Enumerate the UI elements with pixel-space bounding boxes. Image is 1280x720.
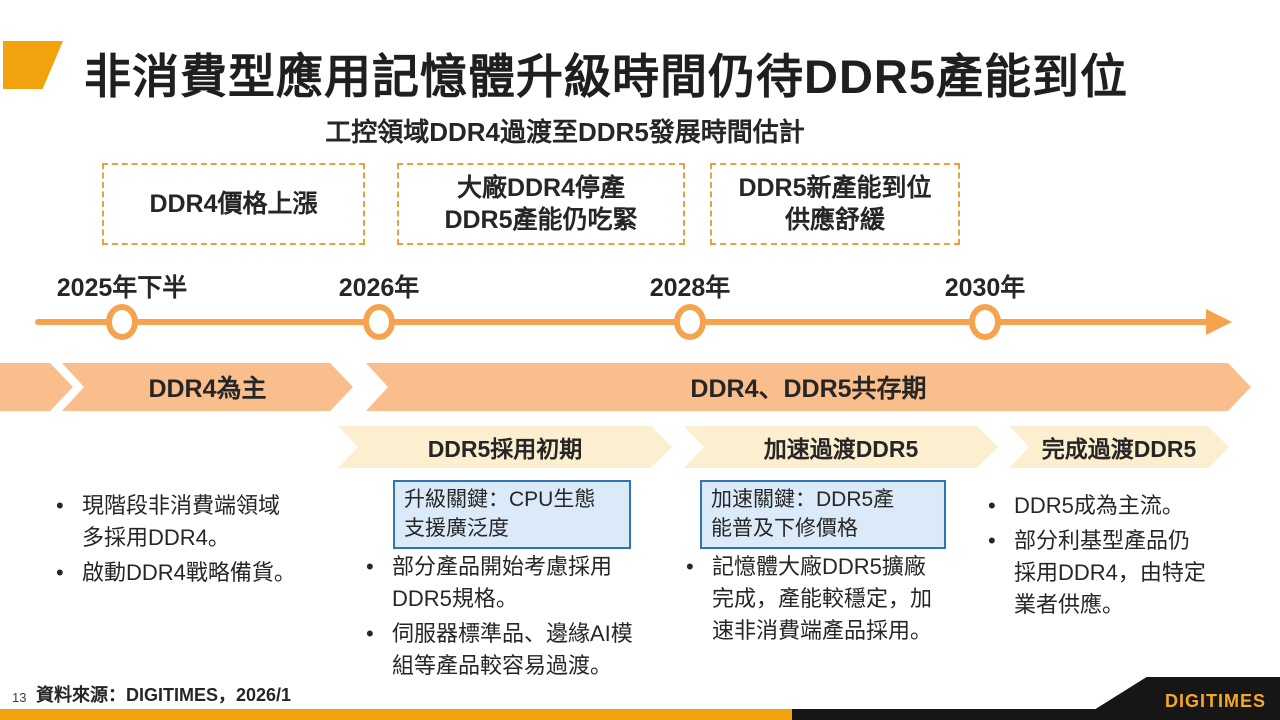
timeline-axis: [35, 319, 1213, 325]
digitimes-logo: DIGITIMES: [1164, 691, 1266, 711]
list-item: • 部分利基型產品仍 採用DDR4，由特定 業者供應。: [988, 525, 1276, 621]
list-item: • DDR5成為主流。: [988, 490, 1276, 522]
timeline-dot-2026: [363, 304, 395, 340]
diagram-title: 工控領域DDR4過渡至DDR5發展時間估計: [325, 117, 805, 147]
page-title: 非消費型應用記憶體升級時間仍待DDR5產能到位: [84, 50, 1128, 103]
callout-upgrade-key: 升級關鍵：CPU生態 支援廣泛度: [393, 480, 631, 549]
callout-acceleration-key: 加速關鍵：DDR5產 能普及下修價格: [700, 480, 946, 549]
bullet-text: 啟動DDR4戰略備貨。: [82, 560, 296, 586]
footer-black-bar: [792, 709, 1280, 720]
bullet-icon: •: [686, 554, 694, 579]
bullet-icon: •: [366, 621, 374, 647]
event-box-ddr4-price: DDR4價格上漲: [102, 163, 365, 245]
bullet-icon: •: [988, 528, 996, 554]
timeline-year-2028: 2028年: [649, 274, 731, 302]
timeline-year-2025h2: 2025年下半: [56, 274, 188, 302]
phase-band-lead-fragment: [0, 363, 73, 411]
column-early-adoption-notes: • 部分產品開始考慮採用 DDR5規格。 • 伺服器標準品、邊緣AI模 組等產品…: [366, 551, 672, 682]
bullet-text: 部分利基型產品仍 採用DDR4，由特定 業者供應。: [1014, 528, 1206, 618]
list-item: • 伺服器標準品、邊緣AI模 組等產品較容易過渡。: [366, 618, 672, 682]
bullet-icon: •: [988, 493, 996, 518]
phase-band-label: DDR4為主: [148, 375, 267, 403]
timeline-year-2030: 2030年: [944, 274, 1026, 302]
bullet-icon: •: [56, 560, 64, 586]
timeline-dot-2028: [674, 304, 706, 340]
bullet-icon: •: [366, 554, 374, 579]
stage-band-label: 加速過渡DDR5: [763, 436, 919, 462]
stage-band-label: 完成過渡DDR5: [1041, 436, 1197, 462]
stage-band-early-adoption: DDR5採用初期: [338, 426, 672, 468]
column-ddr4-main-notes: • 現階段非消費端領域 多採用DDR4。 • 啟動DDR4戰略備貨。: [56, 490, 352, 589]
timeline-year-2026: 2026年: [338, 274, 420, 302]
page-number: 13: [12, 690, 27, 705]
phase-band-label: DDR4、DDR5共存期: [690, 375, 927, 403]
bullet-icon: •: [56, 493, 64, 518]
list-item: • 現階段非消費端領域 多採用DDR4。: [56, 490, 352, 554]
bullet-text: 記憶體大廠DDR5擴廠 完成，產能較穩定，加 速非消費端產品採用。: [712, 554, 933, 644]
bullet-text: 現階段非消費端領域 多採用DDR4。: [82, 493, 281, 551]
stage-band-accelerated-transition: 加速過渡DDR5: [684, 426, 998, 468]
event-box-ddr4-eol: 大廠DDR4停產 DDR5產能仍吃緊: [397, 163, 685, 245]
list-item: • 啟動DDR4戰略備貨。: [56, 557, 352, 589]
phase-band-ddr4-main: DDR4為主: [62, 363, 353, 411]
column-accelerated-transition-notes: • 記憶體大廠DDR5擴廠 完成，產能較穩定，加 速非消費端產品採用。: [686, 551, 978, 647]
timeline-arrowhead-icon: [1206, 309, 1232, 335]
footer-orange-bar: [0, 709, 792, 720]
column-transition-complete-notes: • DDR5成為主流。 • 部分利基型產品仍 採用DDR4，由特定 業者供應。: [988, 490, 1276, 621]
bullet-text: DDR5成為主流。: [1014, 493, 1184, 518]
event-box-ddr5-capacity: DDR5新產能到位 供應舒緩: [710, 163, 960, 245]
bullet-text: 伺服器標準品、邊緣AI模 組等產品較容易過渡。: [392, 621, 633, 679]
timeline-dot-2025: [106, 304, 138, 340]
footer-logo-swoosh: DIGITIMES: [1078, 677, 1280, 720]
stage-band-label: DDR5採用初期: [427, 436, 583, 462]
list-item: • 部分產品開始考慮採用 DDR5規格。: [366, 551, 672, 615]
stage-band-transition-complete: 完成過渡DDR5: [1009, 426, 1229, 468]
timeline-dot-2030: [969, 304, 1001, 340]
list-item: • 記憶體大廠DDR5擴廠 完成，產能較穩定，加 速非消費端產品採用。: [686, 551, 978, 647]
phase-band-coexist: DDR4、DDR5共存期: [366, 363, 1251, 411]
bullet-text: 部分產品開始考慮採用 DDR5規格。: [392, 554, 613, 612]
source-note: 資料來源：DIGITIMES，2026/1: [36, 685, 292, 705]
title-accent-shape: [3, 41, 63, 89]
